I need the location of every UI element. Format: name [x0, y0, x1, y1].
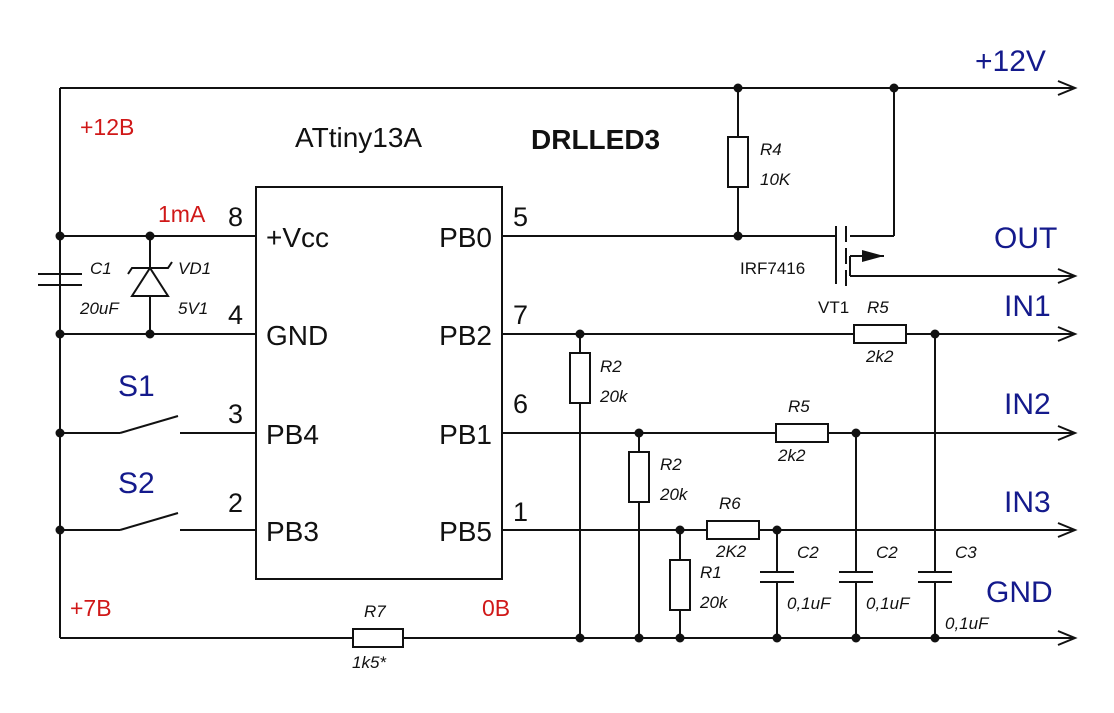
switch-s2-label: S2 [118, 467, 155, 500]
pin-name-pb1: PB1 [439, 419, 492, 450]
junction-dots [55, 83, 940, 643]
note-1ma: 1mA [158, 201, 206, 227]
c2-b-ref: C2 [876, 543, 898, 562]
r7-value: 1k5* [352, 653, 387, 672]
r6-value: 2K2 [715, 542, 747, 561]
arrow-icon [1057, 522, 1078, 538]
c3-value: 0,1uF [945, 614, 990, 633]
r4-value: 10K [760, 170, 791, 189]
arrow-icon [1057, 425, 1078, 441]
rail-label-out: OUT [994, 222, 1057, 255]
vd1-ref: VD1 [178, 259, 211, 278]
pin-name-pb3: PB3 [266, 516, 319, 547]
rail-label-plus12v: +12V [975, 45, 1046, 78]
switch-s2[interactable] [119, 512, 179, 531]
capacitor-c1 [38, 273, 82, 286]
pin-name-pb0: PB0 [439, 222, 492, 253]
pin-number-pb2: 7 [513, 300, 528, 330]
switch-s1-label: S1 [118, 370, 155, 403]
capacitor-c3 [918, 571, 952, 583]
wiring [59, 87, 1075, 639]
r2-b-value: 20k [659, 485, 689, 504]
rail-label-in2: IN2 [1004, 388, 1051, 421]
pin-name-gnd: GND [266, 320, 328, 351]
switch-s1[interactable] [119, 415, 179, 434]
pin-number-pb1: 6 [513, 389, 528, 419]
mosfet-ref: VT1 [818, 298, 849, 317]
resistor-r4 [727, 136, 749, 188]
c2-a-ref: C2 [797, 543, 819, 562]
resistor-r1 [669, 559, 691, 611]
arrow-icon [1057, 630, 1078, 646]
output-arrows [1057, 80, 1078, 646]
r5-top-value: 2k2 [865, 347, 894, 366]
pin-name-pb5: PB5 [439, 516, 492, 547]
c2-a-value: 0,1uF [787, 594, 832, 613]
r6-ref: R6 [719, 494, 741, 513]
resistor-r2-a [569, 352, 591, 404]
pin-name-vcc: +Vcc [266, 222, 329, 253]
r2-a-ref: R2 [600, 357, 622, 376]
mosfet-vt1 [835, 226, 884, 286]
arrow-icon [1057, 268, 1078, 284]
c1-value: 20uF [79, 299, 120, 318]
r5-mid-ref: R5 [788, 397, 810, 416]
capacitor-c2-a [760, 571, 794, 583]
resistor-r2-b [628, 451, 650, 503]
arrow-icon [1057, 326, 1078, 342]
zener-diode-vd1 [127, 261, 173, 297]
pin-number-pb5: 1 [513, 497, 528, 527]
arrow-icon [1057, 80, 1078, 96]
note-plus12b: +12B [80, 114, 134, 140]
chip-name: ATtiny13A [295, 122, 422, 153]
r4-ref: R4 [760, 140, 782, 159]
r1-value: 20k [699, 593, 729, 612]
pin-number-gnd: 4 [228, 300, 243, 330]
pin-number-pb4: 3 [228, 399, 243, 429]
r2-b-ref: R2 [660, 455, 682, 474]
rail-label-in1: IN1 [1004, 290, 1051, 323]
note-0b: 0B [482, 595, 510, 621]
vd1-value: 5V1 [178, 299, 208, 318]
c3-ref: C3 [955, 543, 977, 562]
c2-b-value: 0,1uF [866, 594, 911, 613]
rail-label-in3: IN3 [1004, 486, 1051, 519]
pin-number-pb3: 2 [228, 488, 243, 518]
r2-a-value: 20k [599, 387, 629, 406]
resistor-r5-top [853, 324, 907, 344]
r5-top-ref: R5 [867, 298, 889, 317]
resistor-r6 [706, 520, 760, 540]
note-plus7b: +7B [70, 595, 112, 621]
pin-number-vcc: 8 [228, 202, 243, 232]
r1-ref: R1 [700, 563, 722, 582]
circuit-title: DRLLED3 [531, 124, 660, 155]
resistor-r5-mid [775, 423, 829, 443]
resistor-r7 [352, 628, 404, 648]
ic-body [255, 186, 503, 580]
mosfet-part: IRF7416 [740, 259, 805, 278]
capacitor-c2-b [839, 571, 873, 583]
pin-name-pb2: PB2 [439, 320, 492, 351]
r5-mid-value: 2k2 [777, 446, 806, 465]
rail-label-gnd: GND [986, 576, 1053, 609]
pin-number-pb0: 5 [513, 202, 528, 232]
r7-ref: R7 [364, 602, 386, 621]
pin-name-pb4: PB4 [266, 419, 319, 450]
c1-ref: C1 [90, 259, 112, 278]
